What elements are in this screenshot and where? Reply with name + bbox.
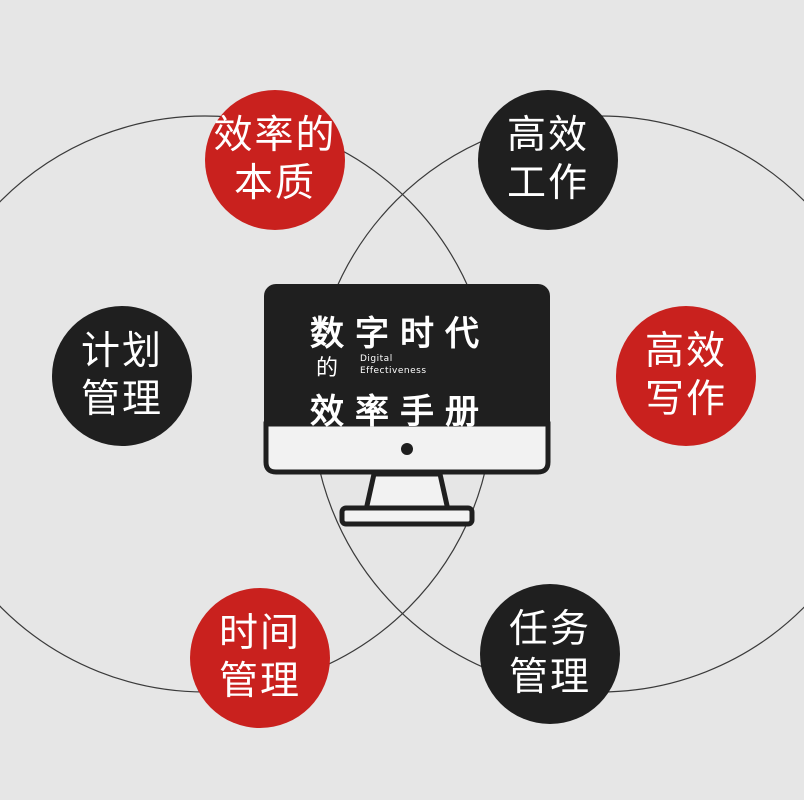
- node-label-line: 本质: [233, 161, 316, 206]
- node-label-line: 管理: [80, 377, 163, 422]
- node-label-line: 写作: [644, 377, 727, 422]
- node-efficiency-essence: 效率的 本质: [205, 90, 345, 230]
- node-label-line: 时间: [218, 611, 301, 656]
- node-label-line: 工作: [506, 161, 589, 206]
- monitor-subtitle-line2: Effectiveness: [360, 366, 427, 376]
- node-label-line: 效率的: [213, 113, 337, 158]
- node-label-line: 计划: [80, 329, 163, 374]
- node-label-line: 高效: [644, 329, 727, 374]
- monitor-stand-neck: [363, 471, 451, 513]
- monitor-title-line1: 数字时代: [310, 314, 490, 354]
- monitor-connector: 的: [316, 356, 339, 381]
- node-label-line: 管理: [508, 655, 591, 700]
- monitor-subtitle-line1: Digital: [360, 354, 393, 364]
- node-plan-management: 计划 管理: [52, 306, 192, 446]
- monitor-stand-base: [339, 505, 475, 527]
- node-time-management: 时间 管理: [190, 588, 330, 728]
- monitor-title-line2: 效率手册: [310, 392, 490, 432]
- node-label-line: 管理: [218, 659, 301, 704]
- node-label-line: 任务: [508, 607, 591, 652]
- monitor-shape: [263, 284, 551, 527]
- computer-monitor-icon: 数字时代 的 Digital Effectiveness 效率手册: [262, 284, 552, 530]
- node-efficient-work: 高效 工作: [478, 90, 618, 230]
- node-task-management: 任务 管理: [480, 584, 620, 724]
- node-efficient-writing: 高效 写作: [616, 306, 756, 446]
- monitor-power-dot: [401, 443, 413, 455]
- node-label-line: 高效: [506, 113, 589, 158]
